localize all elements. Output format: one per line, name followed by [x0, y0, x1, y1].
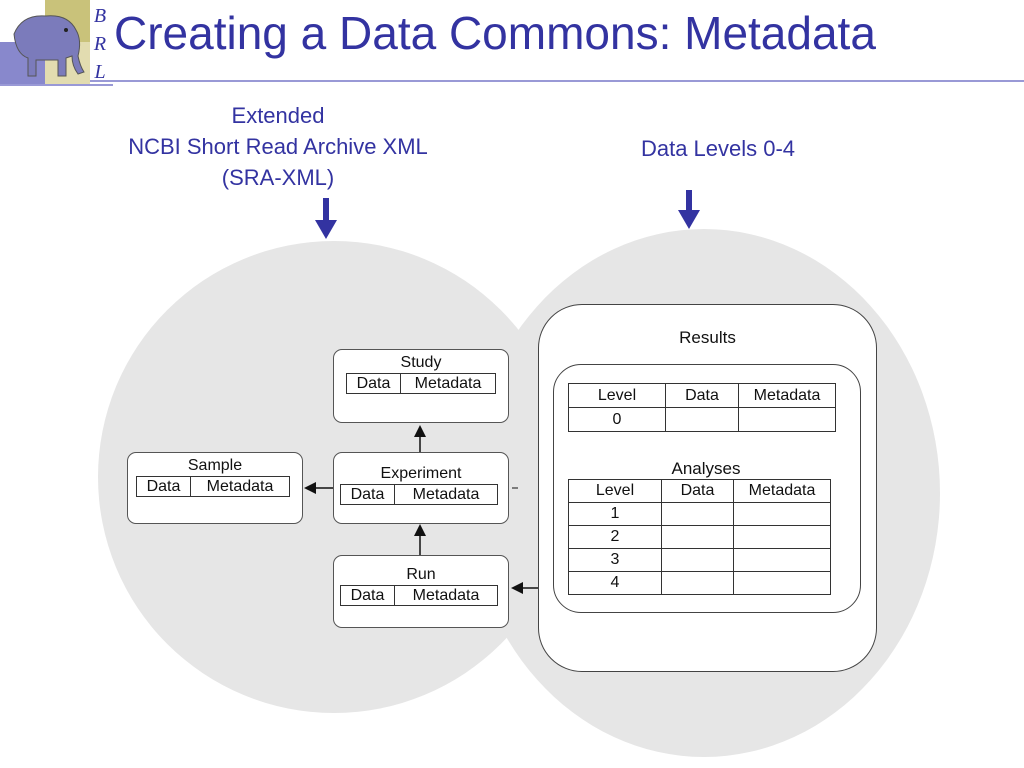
- results-table: Level Data Metadata 0: [568, 383, 836, 432]
- empty-cell: [738, 407, 836, 432]
- analyses-title: Analyses: [671, 459, 741, 478]
- run-fields: Data Metadata: [340, 585, 498, 606]
- header-metadata: Metadata: [738, 383, 836, 408]
- caption-line: (SRA-XML): [221, 165, 335, 190]
- metadata-cell: Metadata: [412, 587, 480, 604]
- sample-fields: Data Metadata: [136, 476, 290, 497]
- analyses-table: Level Data Metadata 1 2 3 4: [568, 479, 831, 595]
- study-fields: Data Metadata: [346, 373, 496, 394]
- results-title: Results: [679, 328, 736, 347]
- header-level: Level: [568, 479, 662, 503]
- metadata-cell: Metadata: [412, 486, 480, 503]
- caption-line: NCBI Short Read Archive XML: [128, 134, 428, 159]
- title-divider: [90, 80, 1024, 82]
- table-header-row: Level Data Metadata: [568, 383, 836, 408]
- metadata-cell: Metadata: [206, 478, 274, 495]
- header-data: Data: [661, 479, 734, 503]
- caption-data-levels: Data Levels 0-4: [640, 136, 796, 161]
- empty-cell: [733, 548, 831, 572]
- logo-letter-r: R: [93, 33, 106, 55]
- caption-line: Extended: [231, 103, 325, 128]
- empty-cell: [661, 525, 734, 549]
- run-box: Run Data Metadata: [333, 555, 509, 628]
- data-cell: Data: [341, 586, 395, 605]
- study-box: Study Data Metadata: [333, 349, 509, 423]
- empty-cell: [733, 525, 831, 549]
- level-cell: 4: [568, 571, 662, 595]
- level-cell: 1: [568, 502, 662, 526]
- data-cell: Data: [137, 477, 191, 496]
- study-title: Study: [400, 354, 442, 371]
- experiment-box: Experiment Data Metadata: [333, 452, 509, 524]
- empty-cell: [733, 571, 831, 595]
- metadata-cell: Metadata: [414, 375, 482, 392]
- header-data: Data: [665, 383, 739, 408]
- slide-title: Creating a Data Commons: Metadata: [114, 7, 876, 59]
- empty-cell: [661, 548, 734, 572]
- logo-letter-l: L: [93, 61, 105, 83]
- empty-cell: [665, 407, 739, 432]
- caption-sra-xml: Extended NCBI Short Read Archive XML (SR…: [98, 100, 458, 193]
- table-header-row: Level Data Metadata: [568, 479, 831, 503]
- run-title: Run: [406, 566, 436, 583]
- table-row: 2: [568, 525, 831, 549]
- sample-box: Sample Data Metadata: [127, 452, 303, 524]
- table-row: 4: [568, 571, 831, 595]
- level-cell: 3: [568, 548, 662, 572]
- elephant-logo-icon: B R L: [0, 0, 106, 84]
- data-cell: Data: [341, 485, 395, 504]
- experiment-fields: Data Metadata: [340, 484, 498, 505]
- brl-logo: B R L: [0, 0, 113, 84]
- level-cell: 0: [568, 407, 666, 432]
- down-arrow-left-icon: [315, 198, 337, 239]
- level-cell: 2: [568, 525, 662, 549]
- table-row: 1: [568, 502, 831, 526]
- header-metadata: Metadata: [733, 479, 831, 503]
- table-row: 3: [568, 548, 831, 572]
- empty-cell: [733, 502, 831, 526]
- table-row: 0: [568, 407, 836, 432]
- header-level: Level: [568, 383, 666, 408]
- sample-title: Sample: [187, 457, 243, 474]
- logo-letter-b: B: [94, 5, 106, 27]
- data-cell: Data: [347, 374, 401, 393]
- experiment-title: Experiment: [380, 465, 462, 482]
- title-divider-left: [0, 84, 113, 86]
- empty-cell: [661, 502, 734, 526]
- down-arrow-right-icon: [678, 190, 700, 229]
- empty-cell: [661, 571, 734, 595]
